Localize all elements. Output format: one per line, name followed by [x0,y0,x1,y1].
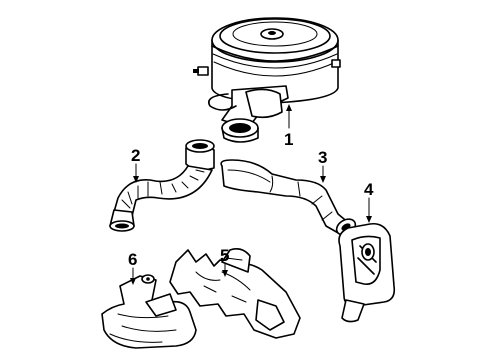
callout-2: 2 [131,146,140,165]
heat-shield [169,248,301,339]
resonator [338,222,396,323]
flexible-duct [109,139,215,232]
callout-6: 6 [128,250,137,269]
air-cleaner-assembly [193,17,341,143]
callout-1: 1 [284,130,293,149]
callout-4: 4 [364,180,374,199]
inlet-duct [220,159,357,236]
callout-3: 3 [318,148,327,167]
heat-stove [101,274,197,349]
leader-lines [130,104,372,285]
callout-5: 5 [220,246,229,265]
